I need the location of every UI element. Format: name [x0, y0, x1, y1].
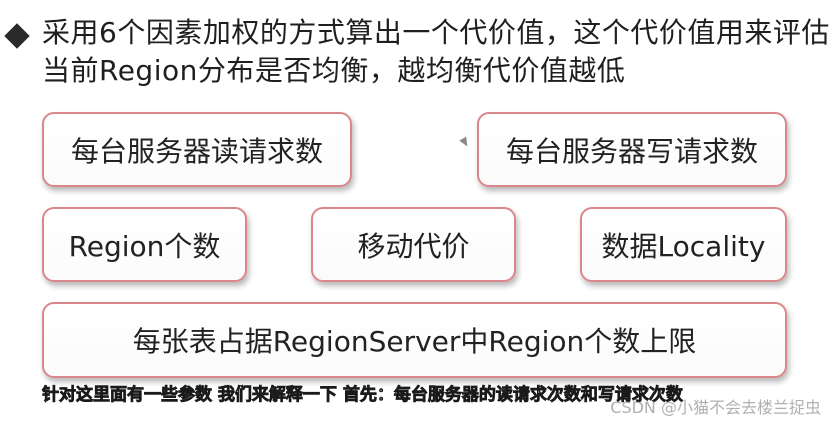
factor-card-locality: 数据Locality	[580, 207, 787, 282]
factor-label-writes: 每台服务器写请求数	[505, 134, 758, 168]
watermark: CSDN @小猫不会去楼兰捉虫	[610, 398, 821, 417]
factor-card-writes: 每台服务器写请求数	[477, 112, 787, 187]
factor-card-upper-limit: 每张表占据RegionServer中Region个数上限	[42, 302, 787, 378]
factor-card-reads: 每台服务器读请求数	[42, 112, 352, 187]
factor-label-region-count: Region个数	[68, 229, 221, 263]
factor-label-upper-limit: 每张表占据RegionServer中Region个数上限	[132, 325, 697, 358]
factor-label-locality: 数据Locality	[601, 229, 766, 263]
video-subtitle: 针对这里面有一些参数 我们来解释一下 首先：每台服务器的读请求次数和写请求次数	[42, 385, 684, 406]
factor-label-move-cost: 移动代价	[357, 229, 470, 263]
factor-card-region-count: Region个数	[42, 207, 247, 282]
factor-label-reads: 每台服务器读请求数	[70, 134, 323, 168]
factor-card-move-cost: 移动代价	[311, 207, 516, 282]
mouse-cursor-icon	[459, 136, 471, 149]
bullet-text: 采用6个因素加权的方式算出一个代价值，这个代价值用来评估当前Region分布是否…	[42, 16, 830, 87]
diamond-bullet-icon	[4, 23, 30, 49]
